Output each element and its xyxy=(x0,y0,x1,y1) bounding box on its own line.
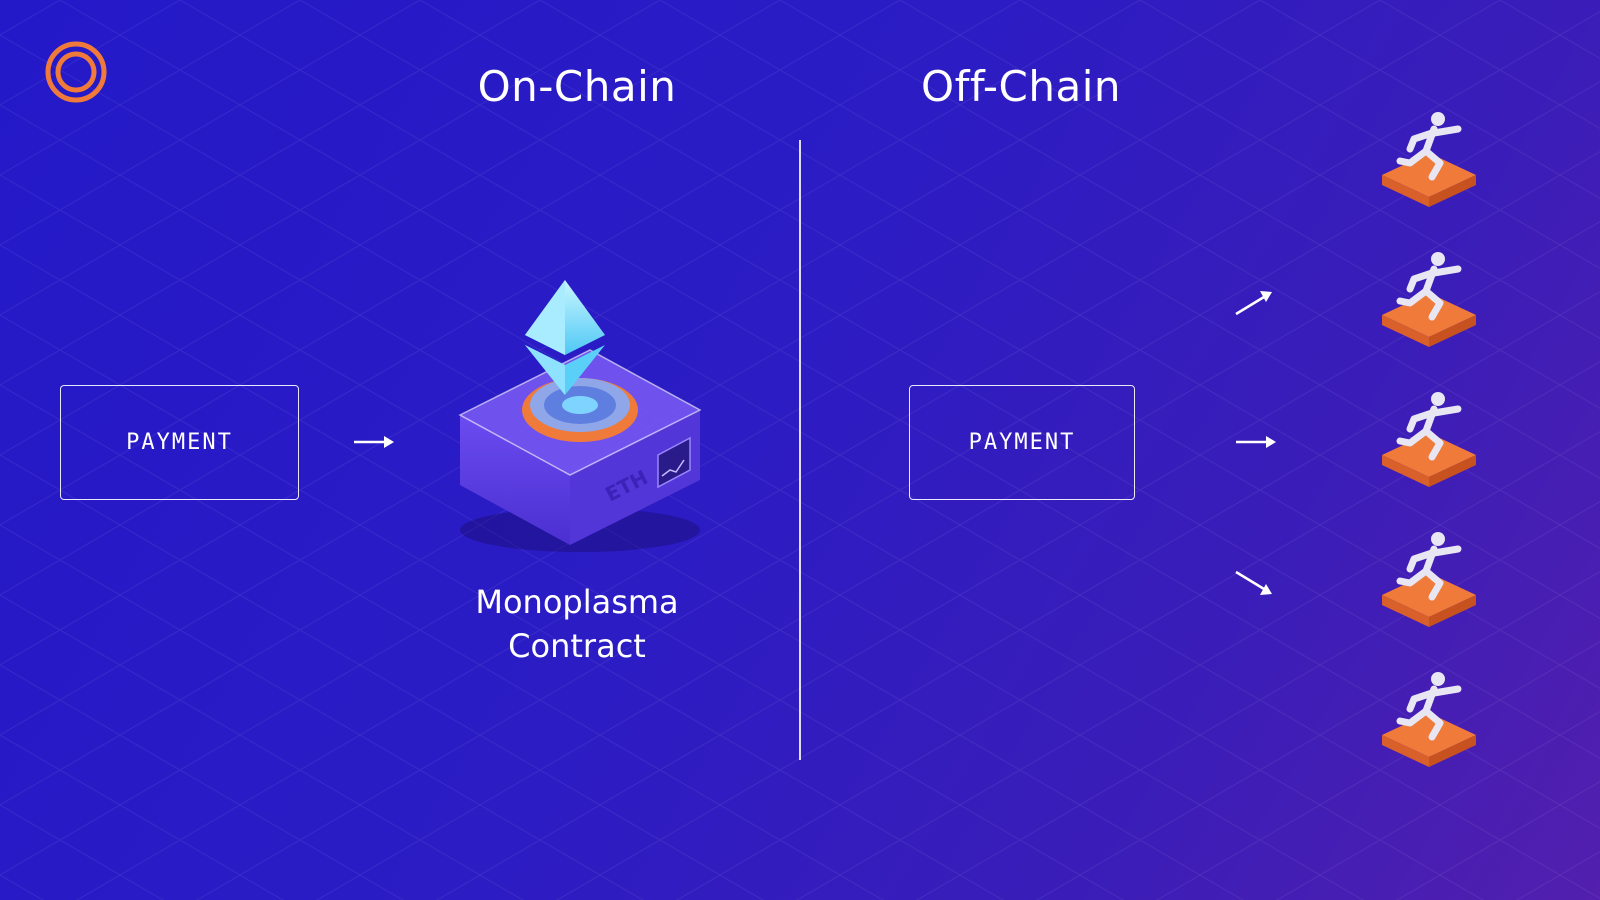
off-chain-payment-label: PAYMENT xyxy=(968,430,1076,455)
runner-figure-icon xyxy=(1382,112,1476,207)
runner-figure-icon xyxy=(1382,532,1476,627)
on-chain-heading: On-Chain xyxy=(477,62,677,111)
contract-label-line2: Contract xyxy=(508,627,646,665)
streamr-logo-icon xyxy=(45,41,107,103)
arrow-right-icon xyxy=(1236,436,1276,448)
arrow-down-right-icon xyxy=(1235,570,1272,595)
arrow-right-icon xyxy=(354,436,394,448)
arrow-up-right-icon xyxy=(1235,291,1272,316)
runner-figure-icon xyxy=(1382,672,1476,767)
runner-figure-icon xyxy=(1382,392,1476,487)
off-chain-heading: Off-Chain xyxy=(921,62,1121,111)
on-chain-payment-box: PAYMENT xyxy=(60,385,299,500)
monoplasma-contract-graphic: ETH xyxy=(458,280,702,552)
section-divider xyxy=(799,140,801,760)
runner-figure-icon xyxy=(1382,252,1476,347)
contract-label-line1: Monoplasma xyxy=(475,583,679,621)
contract-label: Monoplasma Contract xyxy=(427,580,727,668)
on-chain-payment-label: PAYMENT xyxy=(126,430,233,455)
off-chain-payment-box: PAYMENT xyxy=(909,385,1135,500)
